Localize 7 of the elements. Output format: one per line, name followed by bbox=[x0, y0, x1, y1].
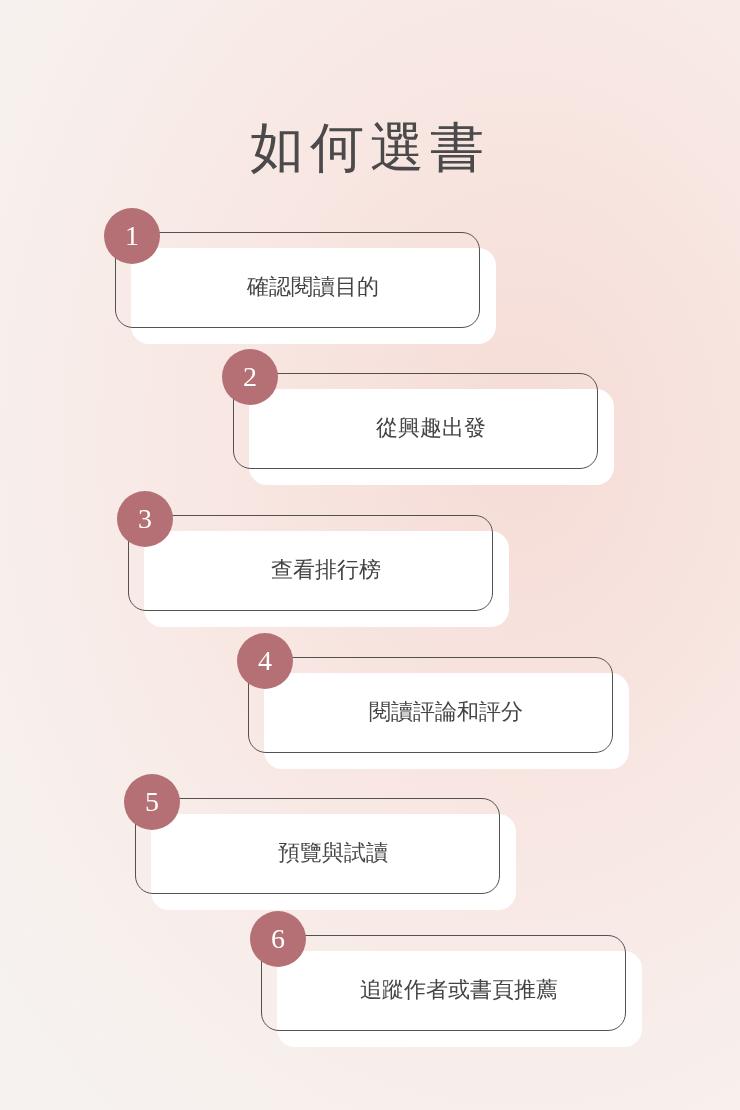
step-number: 2 bbox=[222, 349, 278, 405]
step-number: 5 bbox=[124, 774, 180, 830]
step-number: 3 bbox=[117, 491, 173, 547]
title: 如何選書 bbox=[249, 115, 491, 181]
step-number: 1 bbox=[104, 208, 160, 264]
step-number: 6 bbox=[250, 911, 306, 967]
step-number: 4 bbox=[237, 633, 293, 689]
